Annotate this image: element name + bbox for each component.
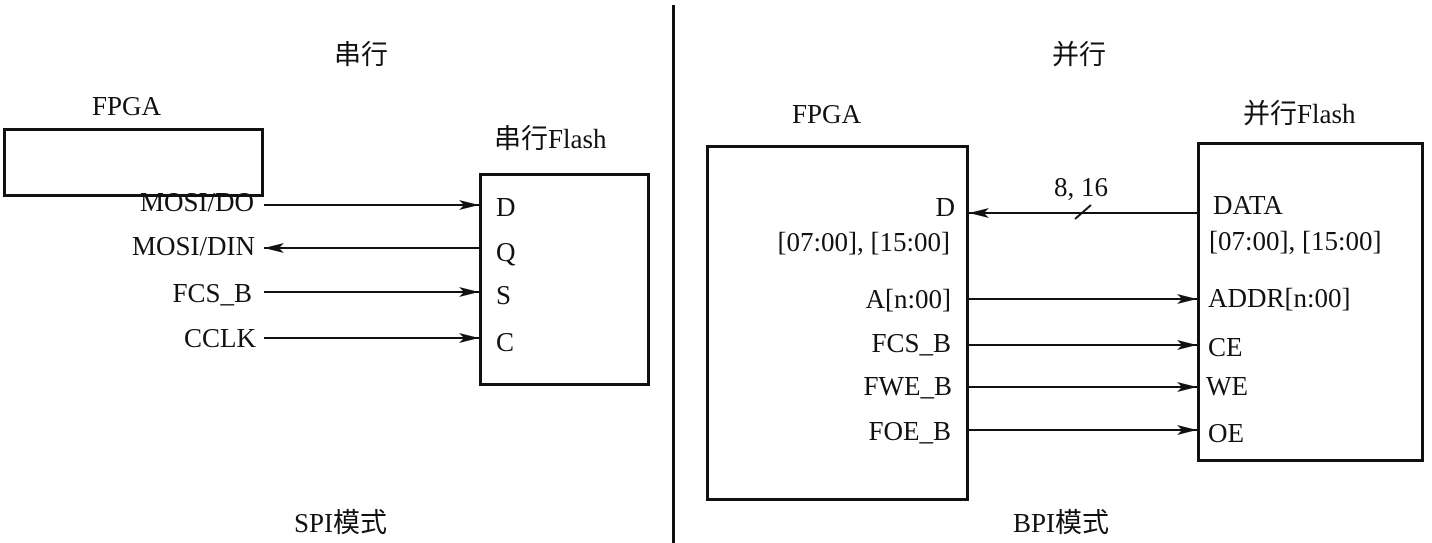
spi-fpga-pin: CCLK bbox=[183, 323, 256, 353]
bpi-caption: BPI模式 bbox=[1013, 508, 1110, 538]
bpi-fpga-pin: FWE_B bbox=[863, 371, 952, 401]
spi-fpga-pin: MOSI/DO bbox=[139, 187, 254, 217]
spi-flash-pin: Q bbox=[496, 237, 516, 267]
bpi-fpga-pin: FOE_B bbox=[868, 416, 951, 446]
section-divider bbox=[672, 5, 675, 543]
bpi-fpga-pin: A[n:00] bbox=[865, 284, 951, 314]
bus-slash bbox=[1074, 204, 1092, 220]
spi-flash-pin: D bbox=[496, 192, 516, 222]
bpi-flash-data-pin: DATA bbox=[1213, 190, 1283, 220]
spi-heading: 串行 bbox=[334, 40, 388, 70]
spi-flash-label: 串行Flash bbox=[494, 124, 607, 154]
bpi-fpga-data-pin: D bbox=[935, 192, 956, 222]
bpi-flash-pin: CE bbox=[1208, 332, 1243, 362]
spi-fpga-label: FPGA bbox=[92, 91, 162, 121]
bpi-flash-box bbox=[1197, 142, 1424, 462]
spi-caption: SPI模式 bbox=[294, 508, 388, 538]
bpi-flash-pin: WE bbox=[1206, 371, 1248, 401]
bpi-heading: 并行 bbox=[1052, 40, 1106, 70]
spi-fpga-pin: MOSI/DIN bbox=[131, 231, 255, 261]
bpi-flash-pin: ADDR[n:00] bbox=[1208, 283, 1351, 313]
bpi-fpga-pin: FCS_B bbox=[871, 328, 951, 358]
spi-fpga-pin: FCS_B bbox=[172, 278, 252, 308]
spi-fpga-box-main bbox=[3, 128, 264, 197]
bpi-flash-pin: OE bbox=[1208, 418, 1244, 448]
bpi-flash-data-range: [07:00], [15:00] bbox=[1209, 226, 1382, 256]
bpi-fpga-data-range: [07:00], [15:00] bbox=[777, 227, 950, 257]
bpi-fpga-box bbox=[706, 145, 969, 501]
spi-flash-box bbox=[479, 173, 650, 386]
bpi-flash-label: 并行Flash bbox=[1243, 99, 1356, 129]
bpi-fpga-label: FPGA bbox=[792, 99, 862, 129]
spi-flash-pin: C bbox=[496, 327, 515, 357]
bus-width-label: 8, 16 bbox=[1054, 172, 1108, 202]
spi-flash-pin: S bbox=[496, 280, 512, 310]
